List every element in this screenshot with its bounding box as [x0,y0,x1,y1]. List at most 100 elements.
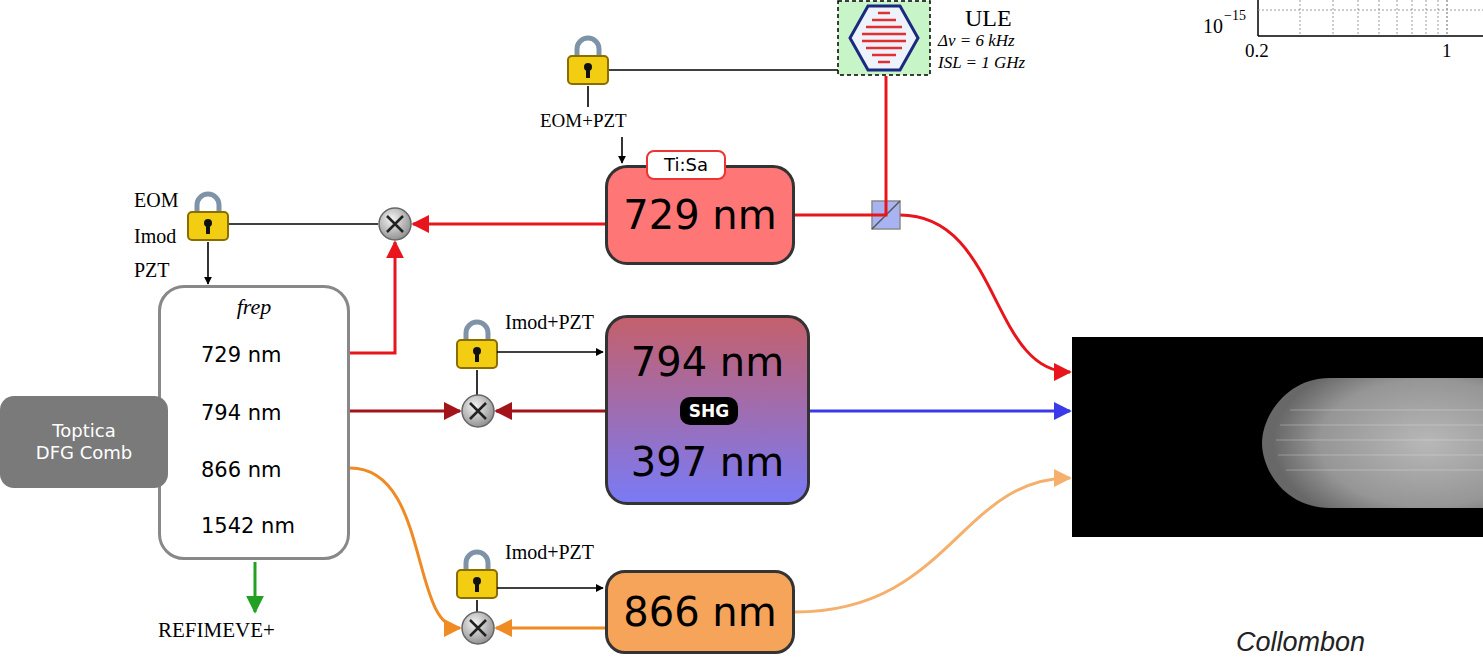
node-text: Δν = 6 kHz [938,31,1015,51]
drawing-part [350,468,460,628]
drawing-part [497,587,603,589]
reference-label: REFIMEVE+ [158,618,275,643]
drawing-part [878,61,890,64]
drawing-part [476,600,478,612]
drawing-part [862,33,906,36]
node-text: ISL = 1 GHz [938,53,1025,73]
drawing-part [795,478,1070,612]
node-text: 794 nm [201,401,282,426]
drawing-part [350,410,460,413]
drawing-part [850,6,918,70]
drawing-part [862,13,906,62]
drawing-part [1300,0,1301,36]
axis-label: 10 [1203,14,1223,38]
drawing-part [1262,378,1483,508]
servo-label: Imod [134,224,176,248]
drawing-part [1276,440,1483,441]
drawing-part [900,215,1070,372]
drawing-part [387,216,403,232]
ule-cavity-node: ULEΔν = 6 kHzISL = 1 GHz [838,0,1108,76]
servo-label: Imod+PZT [505,540,594,564]
drawing-part [1397,0,1398,36]
laser-box: 866 nm [605,570,795,654]
drawing-part [496,410,605,413]
drawing-part [470,403,486,419]
servo-label: EOM+PZT [540,110,627,133]
drawing-part [1333,0,1334,36]
drawing-part [462,395,494,427]
drawing-part [872,19,896,22]
laser-beams [255,215,1070,628]
node-text: SHG [689,401,729,421]
beam-connector [795,76,886,215]
comb-box: frep729 nm794 nm866 nm1542 nm [158,285,350,560]
ion-image [1072,337,1483,537]
drawing-part [496,627,605,630]
drawing-part [1379,0,1380,36]
drawing-part [862,40,906,43]
drawing-part [609,69,838,71]
drawing-part [1286,470,1483,471]
lock-icon [457,322,497,368]
servo-label: PZT [134,258,170,282]
lock-icon [568,38,608,84]
axis-tick: 1 [1442,40,1452,63]
drawing-part [866,26,902,29]
node-text: 729 nm [201,343,282,368]
drawing-part [1358,0,1359,36]
drawing-part [1280,425,1483,426]
servo-label: EOM [134,188,178,212]
drawing-part [1276,410,1483,470]
node-text: 1542 nm [201,514,295,539]
axis-tick: 0.2 [1245,40,1269,63]
node-text: 866 nm [201,458,282,483]
drawing-part [587,86,589,107]
drawing-part [1258,35,1483,37]
ule-cavity [838,1,930,75]
drawing-part [878,12,890,15]
servo-label: Imod+PZT [505,310,594,334]
axis-exponent: −15 [1224,8,1246,25]
drawing-part [462,612,494,644]
lock-icon [188,194,228,240]
drawing-part [866,47,902,50]
drawing-part [207,242,209,284]
mixer-symbol [379,208,411,240]
plot-fragment [1258,0,1483,36]
drawing-part [810,410,1070,413]
drawing-part [1290,410,1483,411]
drawing-part [1278,455,1483,456]
drawing-part [229,223,378,225]
node-text: Toptica DFG Comb [34,420,134,463]
node-text: 794 nm [631,338,784,386]
laser-box: 729 nmTi:Sa [605,165,795,265]
drawing-part [470,620,486,636]
node-text: ULE [965,4,1012,33]
drawing-part [838,1,930,75]
shg-laser-box: 794 nm 397 nm SHG [605,315,810,505]
lock-icon [457,552,497,598]
drawing-part [254,562,257,612]
drawing-part [1258,10,1483,11]
drawing-part [1257,0,1259,36]
drawing-part [1438,0,1439,36]
drawing-part [1072,337,1483,537]
node-text: 397 nm [631,438,784,486]
drawing-part [413,223,605,226]
drawing-part [379,208,411,240]
node-text: 729 nm [623,191,776,239]
drawing-part [621,137,623,163]
drawing-part [1258,0,1483,36]
drawing-part [476,370,478,395]
node-text: 866 nm [623,588,776,636]
drawing-part [1447,0,1448,36]
shg-tag: SHG [680,397,738,425]
drawing-part [1412,0,1413,36]
credit-text: Collombon [1236,626,1365,658]
comb-tag: Toptica DFG Comb [0,396,168,488]
mixer-symbol [462,612,494,644]
crystal-tag: Ti:Sa [646,150,726,180]
node-text: Ti:Sa [664,154,708,176]
